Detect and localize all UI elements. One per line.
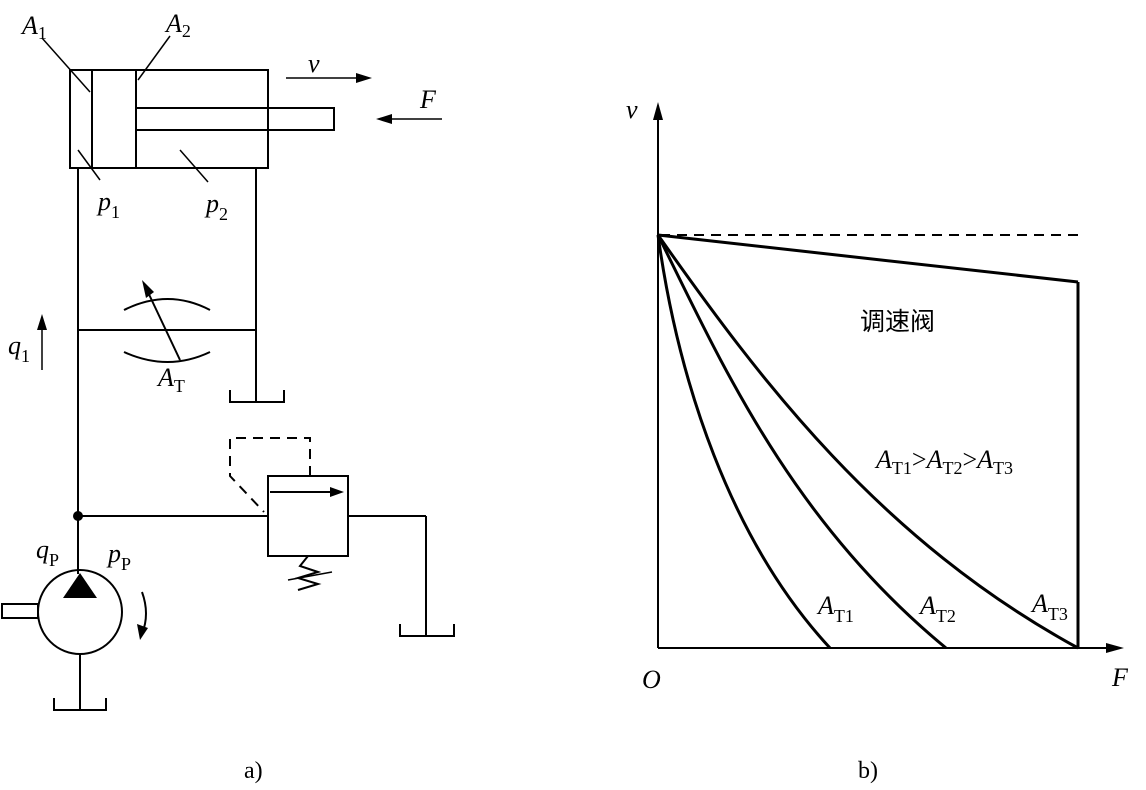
throttle-upper-arc	[123, 298, 211, 311]
throttle-lower-arc	[123, 351, 211, 363]
throttle-arrow-head	[142, 280, 154, 298]
a2-leader	[137, 35, 171, 81]
speed-valve-top	[657, 233, 1079, 284]
caption-a: a)	[244, 758, 263, 784]
pump-triangle	[63, 573, 97, 598]
p1-leader	[77, 149, 101, 181]
p2-leader	[179, 149, 209, 183]
label-p2: p2	[204, 189, 228, 224]
v-arrow-head	[356, 73, 372, 83]
x-axis-label: F	[1111, 663, 1129, 692]
curve-label-at3: AT3	[1030, 589, 1068, 624]
characteristic-diagram: v F O 调速阀 AT1>AT2>AT3 AT1 AT2 AT3 b)	[626, 95, 1129, 784]
f-arrow-head	[376, 114, 392, 124]
relief-flow-arrow-head	[330, 487, 344, 497]
label-qp: qP	[36, 535, 59, 570]
pump-rotation-head	[137, 624, 148, 640]
circuit-diagram: A1 A2 v F p1 p2 AT q1	[1, 9, 455, 784]
piston-rod	[135, 107, 335, 131]
origin-label: O	[642, 665, 661, 694]
relief-spring	[294, 555, 322, 591]
speed-valve-label: 调速阀	[860, 307, 935, 336]
a1-leader	[41, 37, 91, 93]
label-q1: q1	[8, 331, 30, 366]
q1-arrow-head	[37, 314, 47, 330]
label-v: v	[308, 49, 320, 78]
curve-at3	[656, 234, 1079, 650]
y-axis-arrow	[653, 102, 663, 120]
relief-spring-adjust	[287, 571, 333, 581]
tank-throttle	[229, 390, 285, 403]
relief-valve-body	[267, 475, 349, 557]
pump-shaft	[1, 603, 39, 619]
label-p1: p1	[96, 187, 120, 222]
x-axis-arrow	[1106, 643, 1124, 653]
curve-label-at1: AT1	[816, 591, 854, 626]
relief-pilot-line	[229, 437, 311, 513]
label-pp: pP	[106, 539, 131, 574]
label-a2: A2	[164, 9, 191, 41]
curve-label-at2: AT2	[918, 591, 956, 626]
curve-at2	[656, 234, 947, 650]
tank-relief	[399, 624, 455, 637]
cylinder-body	[69, 69, 269, 169]
tank-pump	[53, 698, 107, 711]
y-axis-label: v	[626, 95, 638, 124]
caption-b: b)	[858, 758, 878, 784]
label-at: AT	[156, 363, 185, 396]
throttle-adjust-arrow	[145, 287, 181, 361]
label-f: F	[419, 85, 437, 114]
relation-label: AT1>AT2>AT3	[874, 445, 1013, 478]
label-a1: A1	[20, 11, 47, 43]
curve-at1	[656, 234, 832, 650]
